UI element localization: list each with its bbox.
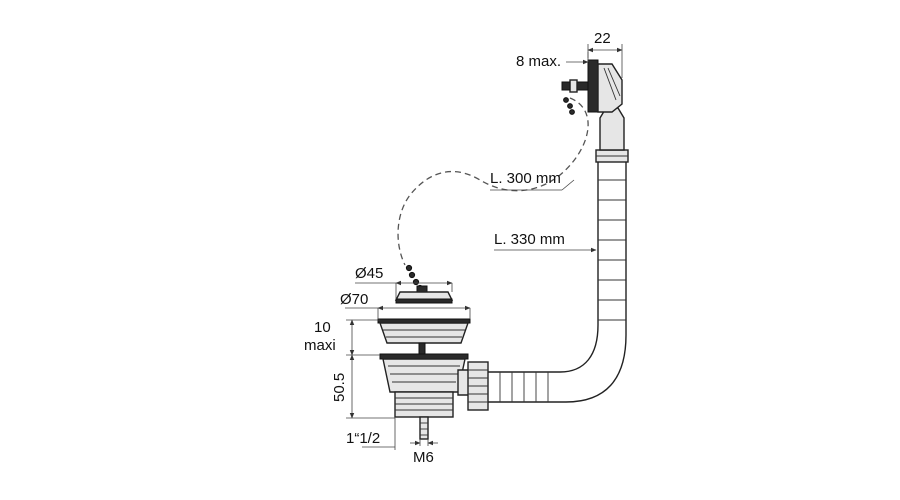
thread-size-label: 1“1/2	[346, 430, 380, 447]
overflow-connector-nut	[457, 361, 489, 411]
strainer-diameter-label: Ø70	[340, 291, 368, 308]
overflow-thickness-label: 8 max.	[516, 53, 561, 70]
overflow-head	[561, 59, 625, 151]
plug-diameter-label: Ø45	[355, 265, 383, 282]
waste-body	[379, 353, 469, 440]
screw-size-label: M6	[413, 449, 434, 466]
flange-thickness-note-label: maxi	[304, 337, 336, 354]
chain-length-label: L. 300 mm	[490, 170, 561, 187]
strainer-basket	[377, 318, 471, 356]
overflow-depth-label: 22	[594, 30, 611, 47]
hose-length-label: L. 330 mm	[494, 231, 565, 248]
overflow-hose	[488, 149, 629, 403]
plug-chain	[397, 97, 589, 292]
plug-stopper	[394, 285, 454, 304]
body-height-label: 50.5	[331, 373, 348, 402]
dimension-lines	[345, 44, 623, 450]
flange-thickness-value-label: 10	[314, 319, 331, 336]
